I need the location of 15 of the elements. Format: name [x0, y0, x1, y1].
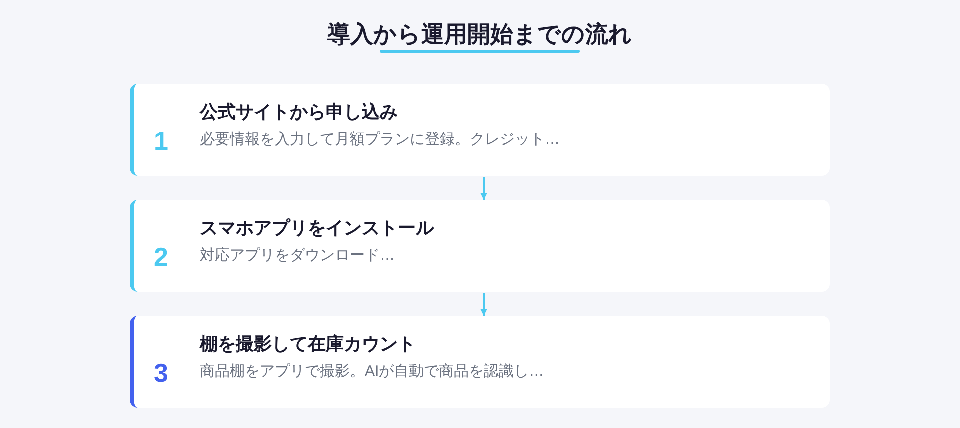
step-number: 2: [154, 242, 168, 272]
step-title: 公式サイトから申し込み: [200, 101, 398, 124]
step-card: [130, 316, 830, 408]
arrow: [480, 177, 488, 200]
step-title: 棚を撮影して在庫カウント: [200, 333, 416, 356]
step-description: 必要情報を入力して月額プランに登録。クレジット…: [200, 130, 560, 150]
arrow: [480, 293, 488, 316]
step-number: 3: [154, 358, 168, 388]
step-card: [130, 84, 830, 176]
page-title: 導入から運用開始までの流れ: [328, 21, 632, 48]
step-description: 対応アプリをダウンロード…: [200, 246, 395, 266]
step-title: スマホアプリをインストール: [200, 217, 434, 240]
step-card: [130, 200, 830, 292]
step-number: 1: [154, 126, 168, 156]
step-description: 商品棚をアプリで撮影。AIが自動で商品を認識し…: [200, 362, 544, 382]
